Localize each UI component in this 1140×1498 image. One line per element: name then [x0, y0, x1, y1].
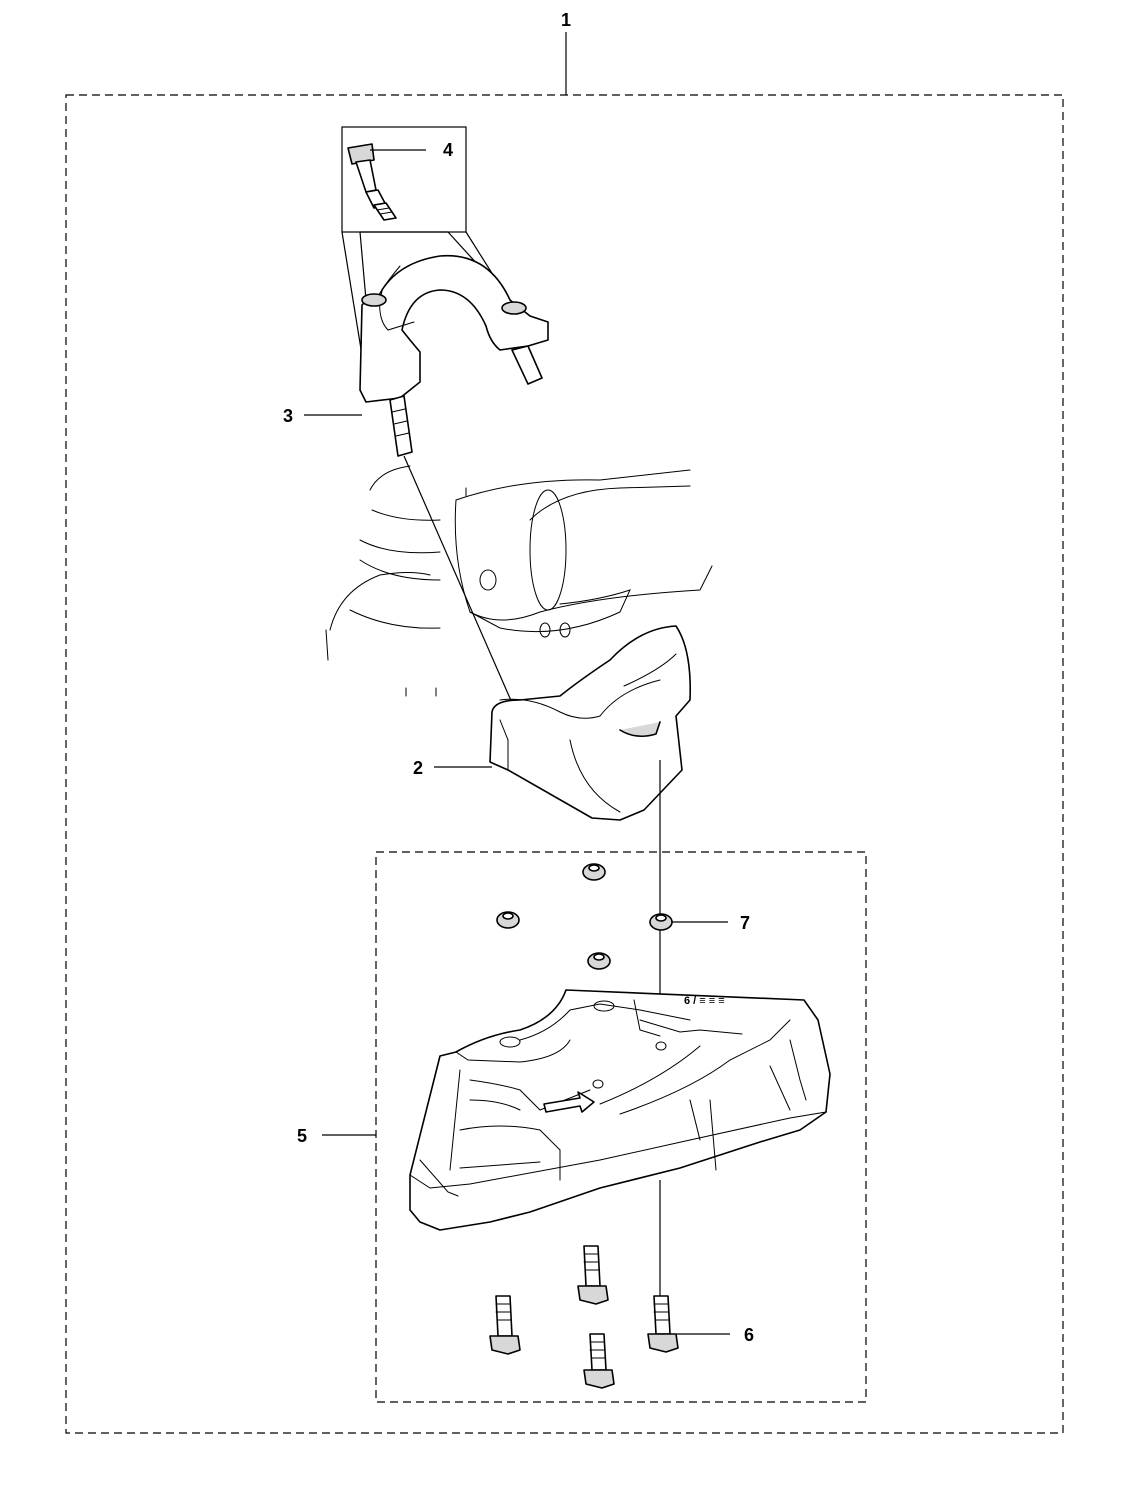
- trimmer-guard: 6 / ≡ ≡ ≡: [409, 989, 831, 1231]
- callout-3: 3: [283, 406, 293, 426]
- guard-embossed-marking: 6 / ≡ ≡ ≡: [684, 995, 725, 1007]
- bolt: [577, 1245, 609, 1305]
- guide-line-screw: [403, 455, 517, 713]
- callout-2: 2: [413, 758, 423, 778]
- bolt: [583, 1333, 615, 1389]
- callout-1: 1: [561, 10, 571, 30]
- guard-holder-item-2: [489, 625, 692, 821]
- clamp-upper-item-3: [359, 254, 549, 457]
- bolts-item-6: [489, 1245, 679, 1389]
- callout-4: 4: [443, 140, 453, 160]
- bolt: [489, 1295, 521, 1355]
- screw-item-4: [341, 126, 513, 381]
- washers-item-7: [496, 863, 673, 970]
- kit-boundary: [65, 94, 1064, 1434]
- trimmer-shaft-context: [325, 465, 713, 697]
- callout-5: 5: [297, 1126, 307, 1146]
- callout-6: 6: [744, 1325, 754, 1345]
- bolt: [647, 1295, 679, 1353]
- callout-7: 7: [740, 913, 750, 933]
